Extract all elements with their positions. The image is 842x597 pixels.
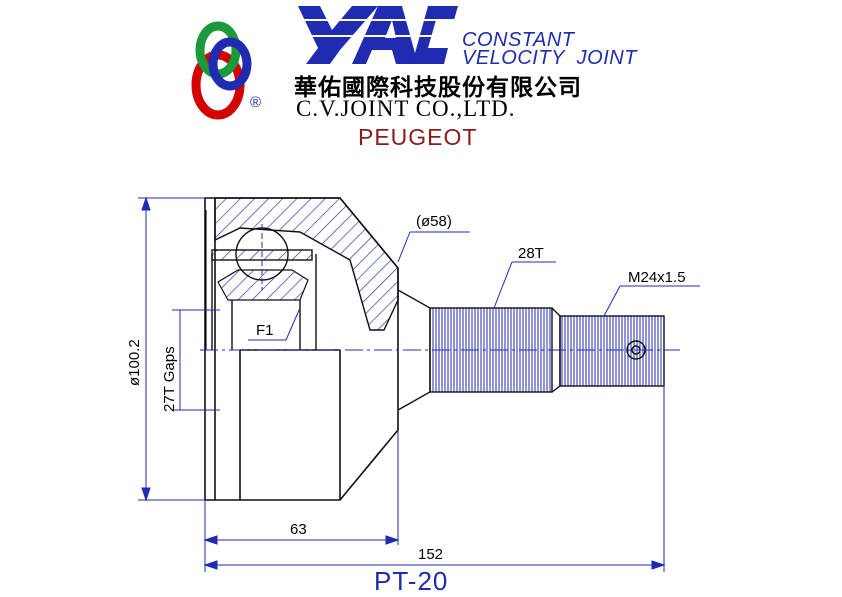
registered-mark: ®	[250, 94, 262, 111]
outer-diameter-label: ø100.2	[126, 339, 143, 386]
bore-diameter-label: (ø58)	[416, 213, 452, 230]
length-152-label: 152	[418, 546, 443, 563]
length-63-label: 63	[290, 521, 307, 538]
part-number: PT-20	[374, 566, 449, 596]
tagline-line2: VELOCITY JOINT	[462, 47, 637, 69]
spline-teeth-label: 28T	[518, 245, 544, 262]
company-name-chinese: 華佑國際科技股份有限公司	[294, 74, 582, 101]
thread-label: M24x1.5	[628, 269, 686, 286]
abs-gaps-label: 27T Gaps	[161, 346, 178, 412]
vehicle-make: PEUGEOT	[358, 124, 478, 150]
f1-label: F1	[256, 322, 274, 339]
logo-rings-icon	[191, 21, 252, 120]
housing-section-hatch	[205, 197, 399, 350]
tagline-line1: CONSTANT	[462, 29, 575, 51]
dimension-lines	[138, 196, 700, 572]
yac-wordmark	[292, 6, 460, 64]
company-name: C.V.JOINT CO.,LTD.	[296, 96, 516, 121]
